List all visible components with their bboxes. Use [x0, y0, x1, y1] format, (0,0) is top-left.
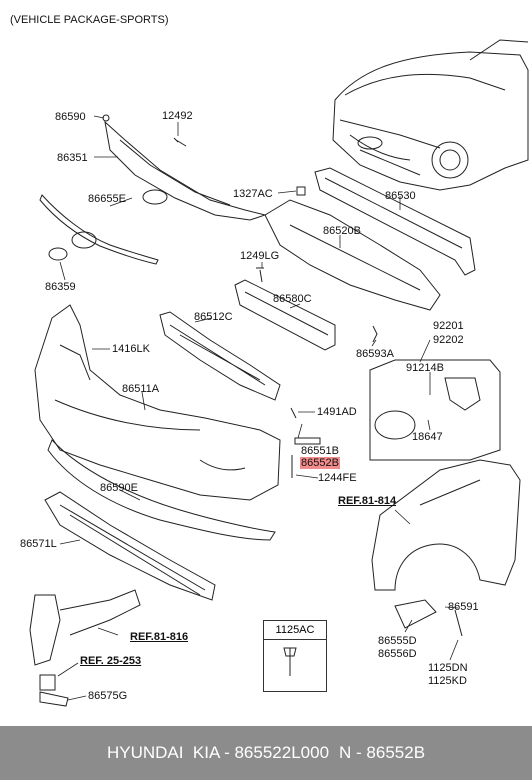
lower-grille [159, 311, 281, 401]
fog-lamp-box [369, 359, 501, 461]
callout-1327AC: 1327AC [233, 188, 273, 200]
callout-86512C: 86512C [194, 311, 233, 323]
ref-81-814-link[interactable]: REF.81-814 [338, 495, 397, 507]
callout-86551B: 86551B [301, 445, 339, 457]
callout-86556D: 86556D [378, 648, 417, 660]
lower-mesh [44, 491, 216, 601]
footer-bar: HYUNDAI KIA - 865522L000 N - 86552B [0, 726, 532, 780]
callout-86571L: 86571L [20, 538, 57, 550]
callout-86593A: 86593A [356, 348, 394, 360]
callout-1249LG: 1249LG [240, 250, 280, 262]
garnish-strip [39, 194, 159, 265]
callout-1244FE: 1244FE [318, 472, 357, 484]
callout-86590E: 86590E [100, 482, 138, 494]
callout-86530: 86530 [385, 190, 416, 202]
callout-86511A: 86511A [122, 383, 160, 395]
callout-86359: 86359 [45, 281, 76, 293]
callout-92202: 92202 [433, 334, 464, 346]
callout-86520B: 86520B [323, 225, 361, 237]
bumper-bracket [234, 279, 336, 351]
bumper-beam [314, 167, 476, 276]
ref-81-816-link[interactable]: REF.81-816 [130, 631, 189, 643]
callout-86351: 86351 [57, 152, 88, 164]
upper-grille [104, 120, 267, 221]
emblem [71, 231, 97, 249]
ref-25-253-link[interactable]: REF. 25-253 [80, 655, 142, 667]
side-bracket [29, 594, 61, 666]
callout-12492: 12492 [162, 110, 193, 122]
parts-diagram [29, 39, 529, 707]
callout-86552B-highlighted: 86552B [300, 457, 340, 469]
callout-86580C: 86580C [273, 293, 312, 305]
callout-86655E: 86655E [88, 193, 126, 205]
callout-86555D: 86555D [378, 635, 417, 647]
callout-1416LK: 1416LK [112, 343, 150, 355]
lower-lip [47, 439, 276, 541]
callout-86591: 86591 [448, 601, 479, 613]
vehicle-illustration [332, 39, 529, 191]
callout-92201: 92201 [433, 320, 464, 332]
inset-title: 1125AC [264, 621, 326, 640]
footer-brand-part-number: HYUNDAI KIA - 865522L000 [106, 743, 330, 762]
inset-part-box: 1125AC [263, 620, 327, 692]
callout-1491AD: 1491AD [317, 406, 357, 418]
callout-86590: 86590 [55, 111, 86, 123]
vehicle-package-note: (VEHICLE PACKAGE-SPORTS) [10, 14, 169, 26]
callout-86575G: 86575G [88, 690, 128, 702]
callout-1125KD: 1125KD [428, 675, 467, 687]
energy-absorber [264, 199, 441, 311]
callout-18647: 18647 [412, 431, 443, 443]
fender [371, 459, 521, 591]
footer-catalog-number: N - 86552B [339, 743, 426, 762]
callout-1125DN: 1125DN [428, 662, 468, 674]
bumper-cover [34, 304, 281, 501]
callout-91214B: 91214B [406, 362, 444, 374]
leader-lines [57, 115, 459, 701]
